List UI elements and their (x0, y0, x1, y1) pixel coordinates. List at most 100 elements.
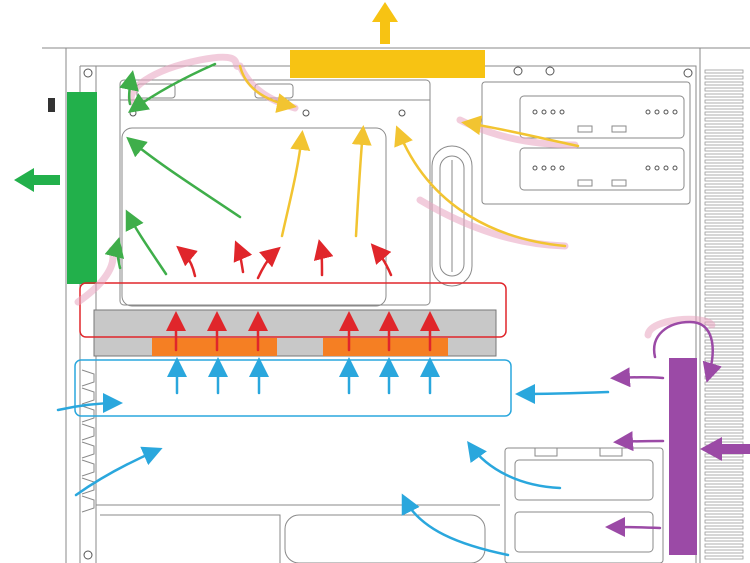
pci-slot-cover (81, 477, 95, 495)
vent-slot (704, 231, 744, 236)
vent-slot (704, 237, 744, 242)
pci-slot-cover (81, 495, 95, 513)
vent-slot (704, 183, 744, 188)
vent-slot (704, 381, 744, 386)
rear-flow-arrow (125, 209, 168, 276)
vent-slot (704, 483, 744, 488)
vent-slot (704, 261, 744, 266)
graphics-card (93, 309, 497, 357)
vent-slot (704, 219, 744, 224)
vent-slot (704, 171, 744, 176)
vent-slot (704, 297, 744, 302)
top-flow-arrow (461, 115, 580, 148)
vent-slot (704, 165, 744, 170)
cool-air-arrow (401, 493, 510, 557)
vent-slot (704, 345, 744, 350)
top-flow-arrow (238, 64, 297, 113)
vent-slot (704, 105, 744, 110)
vent-slot (704, 135, 744, 140)
vent-slot (704, 117, 744, 122)
hot-air-arrow (233, 240, 253, 274)
vent-slot (704, 339, 744, 344)
vent-slot (704, 519, 744, 524)
top-flow-arrow (280, 130, 311, 238)
vent-slot (704, 435, 744, 440)
vent-slot (704, 111, 744, 116)
vent-slot (704, 471, 744, 476)
vent-slot (704, 213, 744, 218)
hot-zone-box (79, 282, 507, 338)
intake-flow-arrow (613, 431, 665, 452)
pci-slot-cover (81, 369, 95, 387)
vent-slot (704, 87, 744, 92)
vent-slot (704, 207, 744, 212)
rear-flow-arrow (127, 62, 217, 113)
vent-slot (704, 525, 744, 530)
vent-slot (704, 291, 744, 296)
vent-slot (704, 507, 744, 512)
vent-slot (704, 201, 744, 206)
vent-slot (704, 459, 744, 464)
vent-slot (704, 279, 744, 284)
hot-air-arrow (313, 239, 334, 277)
top-flow-arrow (394, 125, 567, 248)
intake-flow-arrow (605, 517, 662, 538)
vent-slot (704, 195, 744, 200)
vent-slot (704, 411, 744, 416)
vent-slot (704, 375, 744, 380)
vent-slot (704, 189, 744, 194)
rear-exhaust-arrow (14, 168, 60, 192)
vent-slot (704, 267, 744, 272)
hot-air-arrow (256, 246, 281, 280)
vent-slot (704, 399, 744, 404)
psu-shroud (96, 504, 500, 563)
pci-slot-cover (81, 387, 95, 405)
intake-flow-arrows (605, 320, 722, 538)
vent-slot (704, 351, 744, 356)
vent-slot (704, 129, 744, 134)
cool-air-arrow (515, 383, 610, 404)
motherboard-tray (119, 79, 431, 307)
vent-slot (704, 393, 744, 398)
gpu-chip-right (323, 338, 448, 356)
cool-air-arrow (56, 393, 123, 414)
vent-slot (704, 81, 744, 86)
rear-flow-arrow (126, 136, 242, 219)
vent-slot (704, 429, 744, 434)
top-flow-arrow (351, 125, 372, 238)
cool-air-arrows (56, 357, 610, 557)
pci-slot-cover (81, 405, 95, 423)
hot-air-arrow (176, 245, 198, 278)
vent-slot (704, 357, 744, 362)
cool-zone-box (74, 359, 512, 417)
pci-slot-cover (81, 441, 95, 459)
vent-slot (704, 159, 744, 164)
vent-slot (704, 489, 744, 494)
vent-slot (704, 543, 744, 548)
top-exhaust-arrow (372, 2, 398, 44)
intake-flow-arrow (652, 320, 722, 383)
vent-slot (704, 75, 744, 80)
rear-flow-arrow (104, 237, 125, 270)
top-flow-arrows (238, 64, 580, 248)
vent-slot (704, 309, 744, 314)
vent-slot (704, 225, 744, 230)
vent-slot (704, 513, 744, 518)
vent-slot (704, 69, 744, 74)
vent-slot (704, 93, 744, 98)
rear-io-knob (48, 98, 55, 112)
vent-slot (704, 303, 744, 308)
vent-slot (704, 477, 744, 482)
vent-slot (704, 555, 744, 560)
vent-slot (704, 537, 744, 542)
vent-slot (704, 405, 744, 410)
vent-slot (704, 315, 744, 320)
vent-slot (704, 549, 744, 554)
vent-slot (704, 285, 744, 290)
pci-slot-cover (81, 423, 95, 441)
pci-slot-cover (81, 459, 95, 477)
rear-pci-slots (81, 369, 95, 513)
top-exhaust-fan (290, 50, 485, 78)
vent-slot (704, 465, 744, 470)
